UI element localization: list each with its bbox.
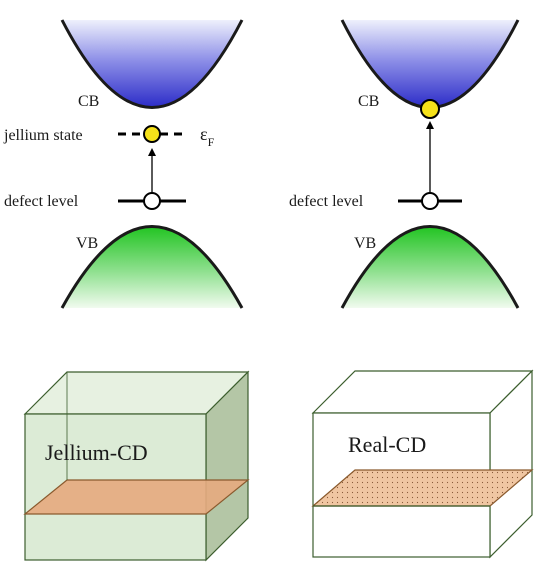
svg-text:εF: εF [200,124,215,149]
left-vb-label: VB [76,235,98,252]
left-band-diagram: CB jellium state εF defect level VB [3,19,244,309]
right-defect-level-label: defect level [289,193,364,210]
fermi-energy-label: εF [200,124,215,149]
left-defect-empty-hole [143,192,161,210]
jellium-slab-plane [23,479,250,515]
jellium-cd-label: Jellium-CD [45,440,148,465]
right-defect-empty-hole [421,192,439,210]
right-cb-label: CB [358,93,379,110]
left-valence-band-edge [60,225,244,309]
jellium-state-occupied-electron [143,125,161,143]
left-cb-label: CB [78,93,99,110]
fermi-subscript: F [208,135,215,149]
left-conduction-band-edge [60,19,244,109]
right-valence-band-edge [340,225,520,309]
right-vb-label: VB [354,235,376,252]
left-defect-level-label: defect level [4,193,79,210]
jellium-state-label: jellium state [3,127,83,144]
right-cb-occupied-electron [420,99,440,119]
real-cd-box: Real-CD [311,369,534,559]
real-cd-label: Real-CD [348,432,426,457]
fermi-symbol: ε [200,124,208,144]
jellium-cd-box: Jellium-CD [23,370,250,562]
right-band-diagram: CB defect level VB [289,19,520,309]
